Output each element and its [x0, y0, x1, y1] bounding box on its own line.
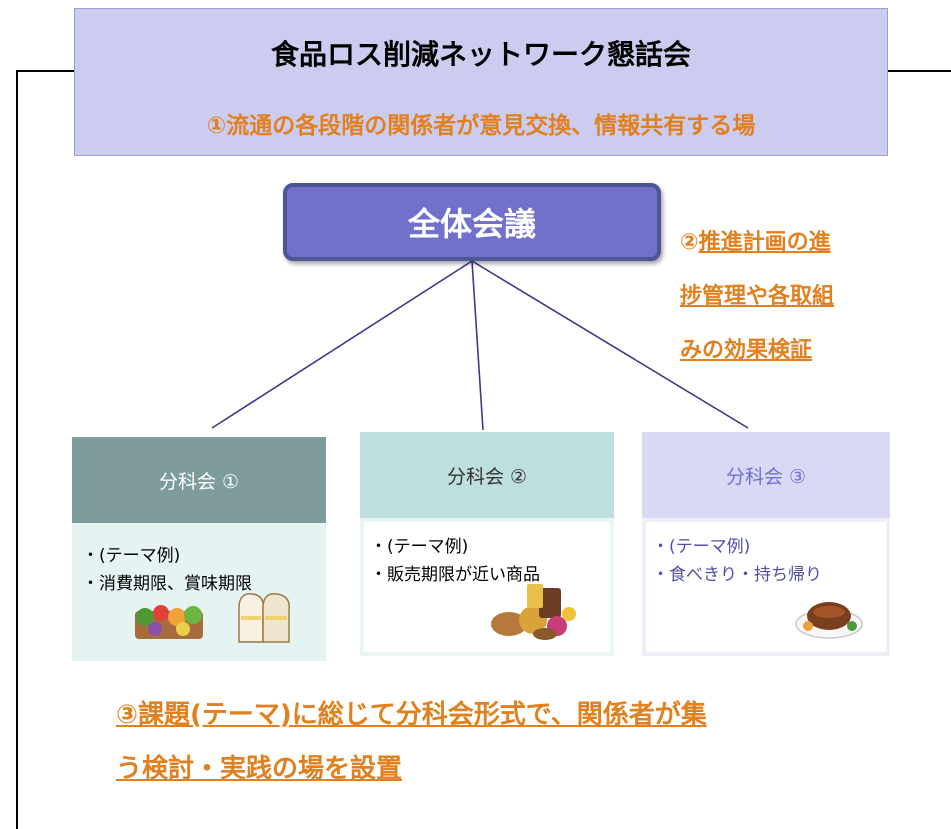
subcommittee-1-label: 分科会 ①: [158, 470, 240, 493]
connector-to-sub3: [471, 260, 749, 429]
connector-to-sub1: [211, 260, 473, 429]
subcommittee-3-header: 分科会 ③: [642, 432, 890, 518]
side-note-line2: 捗管理や各取組: [680, 284, 835, 309]
frame-top-left-line: [16, 70, 74, 72]
bottom-note-line1: ③課題(テーマ)に総じて分科会形式で、関係者が集: [116, 700, 707, 730]
plenary-meeting-box: 全体会議: [283, 183, 661, 261]
frame-left-line: [16, 70, 18, 829]
side-note-line3: みの効果検証: [680, 338, 813, 363]
subcommittee-2-header: 分科会 ②: [360, 432, 614, 518]
header-subtitle: ①流通の各段階の関係者が意見交換、情報共有する場: [206, 113, 756, 139]
subcommittee-1-line-1: ・(テーマ例): [82, 546, 181, 566]
subcommittee-2-line-2: ・販売期限が近い商品: [370, 565, 540, 585]
subcommittee-3-label: 分科会 ③: [725, 465, 807, 488]
plenary-label: 全体会議: [407, 205, 536, 243]
vegetables-icon: [135, 605, 203, 639]
connector-to-sub2: [471, 260, 484, 431]
header-box: 食品ロス削減ネットワーク懇話会 ①流通の各段階の関係者が意見交換、情報共有する場: [74, 8, 888, 156]
side-note-prefix: ②: [680, 230, 699, 255]
subcommittee-2-body: ・(テーマ例) ・販売期限が近い商品: [360, 518, 614, 656]
frame-top-right-line: [888, 70, 951, 72]
bottom-note-line2: う検討・実践の場を設置: [116, 754, 403, 784]
bottom-note: ③課題(テーマ)に総じて分科会形式で、関係者が集 う検討・実践の場を設置: [116, 688, 876, 796]
subcommittee-1-line-2: ・消費期限、賞味期限: [82, 574, 252, 594]
subcommittee-3-line-1: ・(テーマ例): [652, 537, 751, 557]
sandwich-icon: [238, 593, 290, 643]
hamburg-steak-icon: [795, 602, 863, 639]
side-note: ②推進計画の進 捗管理や各取組 みの効果検証: [680, 216, 900, 378]
subcommittee-1-header: 分科会 ①: [72, 437, 326, 523]
sweets-icon: [491, 584, 576, 640]
subcommittee-2-label: 分科会 ②: [446, 465, 528, 488]
subcommittee-3-line-2: ・食べきり・持ち帰り: [652, 565, 822, 585]
subcommittee-2-line-1: ・(テーマ例): [370, 537, 469, 557]
page-title: 食品ロス削減ネットワーク懇話会: [270, 38, 691, 71]
side-note-line1: 推進計画の進: [698, 230, 831, 255]
